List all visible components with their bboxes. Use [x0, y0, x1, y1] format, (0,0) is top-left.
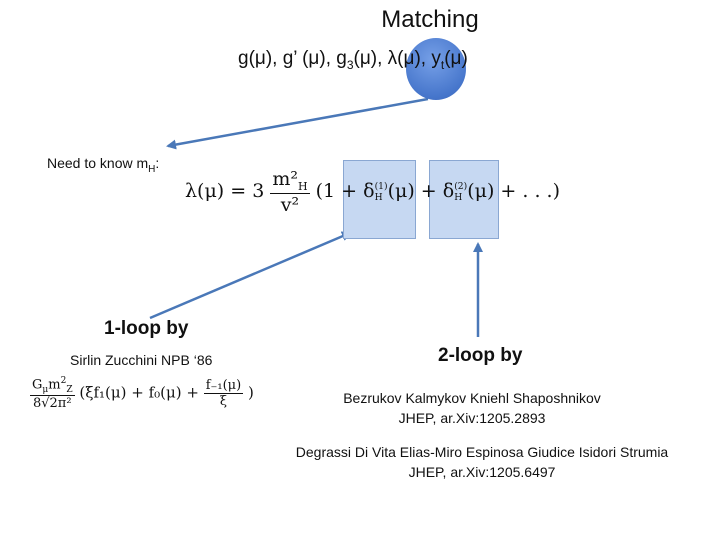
eq-delta2-sub: H [454, 191, 463, 203]
lambda-highlight-circle [406, 38, 466, 100]
g3-subscript: 3 [346, 57, 354, 72]
f1-body: (ξf₁(μ) + f₀(μ) + [79, 383, 204, 402]
couplings-mid: (μ), λ(μ), y [353, 48, 441, 69]
arrow-to-delta1 [149, 231, 352, 320]
f1-frac-den: ξ [219, 393, 228, 409]
ref1-authors: Bezrukov Kalmykov Kniehl Shaposhnikov [343, 390, 601, 406]
slide-title: Matching [381, 6, 479, 33]
one-loop-formula: Gμm2Z 8√2π² (ξf₁(μ) + f₀(μ) + f₋₁(μ) ξ ) [30, 376, 254, 411]
f1-num-tail-sub: Z [66, 384, 73, 395]
eq-arg2: (μ) + . . .) [467, 179, 560, 202]
ref1-journal: JHEP, ar.Xiv:1205.2893 [398, 410, 546, 426]
couplings-g: g(μ), g’ (μ), g [238, 48, 347, 69]
ref2-journal: JHEP, ar.Xiv:1205.6497 [408, 464, 556, 480]
f1-close: ) [247, 383, 254, 402]
two-loop-label: 2-loop by [438, 345, 523, 366]
f1-num-sub: μ [42, 384, 49, 395]
eq-lhs: λ(μ) = 3 [185, 179, 265, 202]
lambda-equation: λ(μ) = 3 m²H v² (1 + δ(1)H(μ) + δ(2)H(μ)… [185, 168, 560, 216]
two-loop-reference-1: Bezrukov Kalmykov Kniehl Shaposhnikov JH… [323, 388, 621, 428]
eq-den: v² [280, 193, 300, 216]
eq-num: m² [272, 168, 298, 190]
f1-num-tail-sup: 2 [60, 376, 67, 386]
f1-num: G [32, 377, 43, 393]
f1-num-tail: m [48, 377, 61, 393]
eq-num-sub: H [298, 179, 308, 193]
one-loop-label: 1-loop by [104, 318, 189, 339]
eq-fraction: m²H v² [270, 168, 310, 216]
eq-delta1: δ [363, 179, 375, 202]
delta1-highlight-box [343, 160, 416, 239]
eq-delta1-sub: H [374, 191, 383, 203]
yt-subscript: t [440, 57, 445, 72]
need-colon: : [155, 155, 160, 171]
delta2-highlight-box [429, 160, 499, 239]
f1-den: 8√2π² [32, 395, 72, 411]
f1-frac-num: f₋₁(μ) [203, 377, 244, 394]
eq-delta1-sup: (1) [374, 180, 388, 192]
need-text: Need to know m [47, 155, 149, 171]
ref2-authors: Degrassi Di Vita Elias-Miro Espinosa Giu… [295, 444, 669, 460]
couplings-end: (μ) [444, 48, 468, 69]
eq-open: (1 + [315, 179, 364, 202]
formula1-prefactor: Gμm2Z 8√2π² [30, 376, 75, 411]
arrow-to-need-mh [166, 97, 429, 150]
two-loop-reference-2: Degrassi Di Vita Elias-Miro Espinosa Giu… [266, 442, 698, 482]
need-to-know-label: Need to know mH: [47, 155, 159, 175]
need-subscript: H [148, 163, 156, 175]
eq-arg1: (μ) + [387, 179, 443, 202]
eq-delta2: δ [442, 179, 455, 202]
one-loop-authors: Sirlin Zucchini NPB ‘86 [70, 352, 213, 368]
formula1-inner-fraction: f₋₁(μ) ξ [203, 377, 244, 409]
couplings-list: g(μ), g’ (μ), g3(μ), λ(μ), yt(μ) [238, 48, 468, 72]
eq-delta2-sup: (2) [454, 180, 468, 192]
